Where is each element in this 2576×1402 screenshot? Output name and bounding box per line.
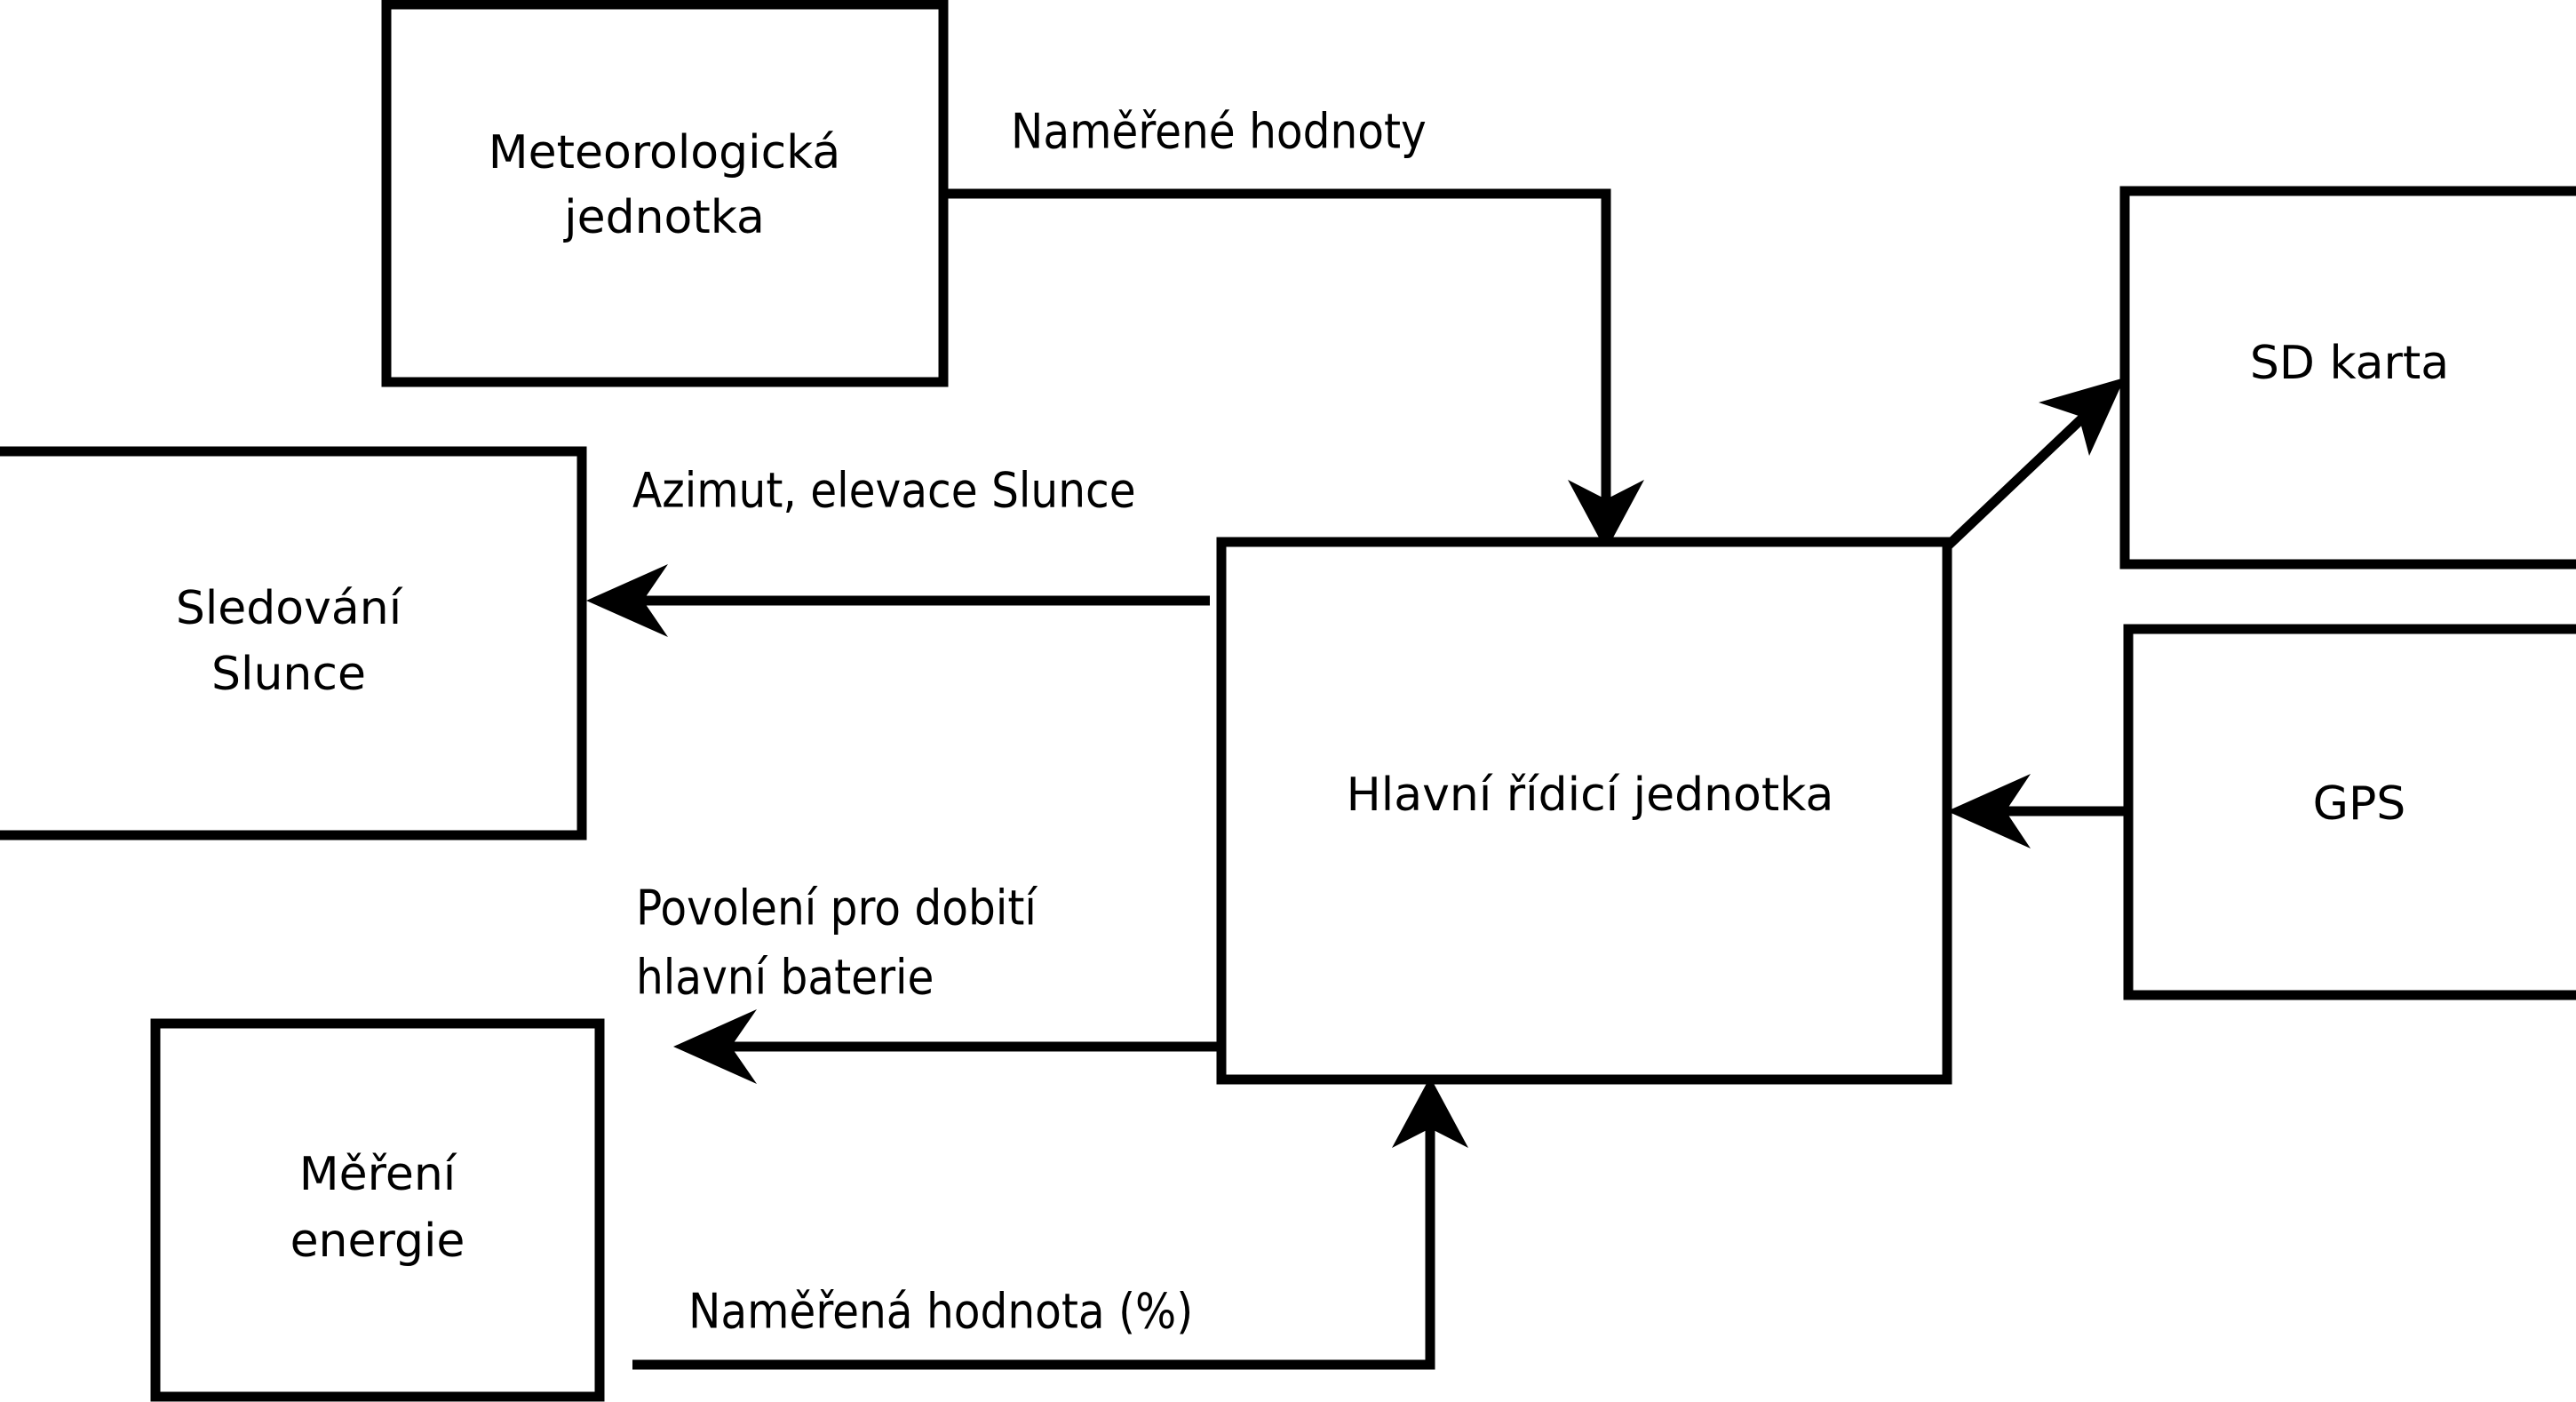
edge-main-to-sdcard [1944, 378, 2125, 550]
node-energy[interactable]: Měření energie [150, 1018, 605, 1402]
node-box-sdcard[interactable] [2119, 186, 2576, 570]
edge-main-to-tracking [586, 564, 1210, 637]
node-label-gps: GPS [2313, 777, 2406, 831]
node-box-energy[interactable] [150, 1018, 605, 1402]
node-label-energy-line1: Měření [299, 1148, 457, 1201]
edge-label-main-to-energy-line1: Povolení pro dobití [636, 880, 1038, 936]
edge-energy-to-main [632, 1077, 1468, 1370]
edge-label-energy-to-main: Naměřená hodnota (%) [688, 1284, 1193, 1340]
arrow-head-meteo-to-main [1568, 480, 1644, 551]
arrow-head-main-to-tracking [586, 564, 668, 637]
node-label-tracking-line1: Sledování [176, 582, 403, 635]
edge-line-meteo-to-main [943, 188, 1611, 511]
node-label-tracking-line2: Slunce [211, 648, 366, 701]
node-gps[interactable]: GPS [2123, 624, 2576, 1000]
arrow-head-gps-to-main [1947, 774, 2031, 848]
node-label-sdcard: SD karta [2250, 337, 2449, 390]
node-label-meteo-line1: Meteorologická [489, 126, 840, 179]
edge-line-main-to-sdcard [1944, 414, 2087, 550]
node-label-meteo-line2: jednotka [563, 191, 765, 244]
node-box-tracking[interactable] [0, 446, 587, 840]
node-label-main-line1: Hlavní řídicí jednotka [1347, 769, 1834, 822]
node-tracking[interactable]: Sledování Slunce [0, 446, 587, 840]
node-meteo[interactable]: Meteorologická jednotka [381, 0, 949, 387]
node-box-gps[interactable] [2123, 624, 2576, 1000]
edge-meteo-to-main [943, 188, 1644, 551]
edge-gps-to-main [1947, 774, 2128, 848]
node-sdcard[interactable]: SD karta [2119, 186, 2576, 570]
arrow-head-energy-to-main [1392, 1077, 1468, 1148]
node-box-meteo[interactable] [381, 0, 949, 387]
node-box-main[interactable] [1216, 537, 1952, 1085]
edge-label-main-to-tracking: Azimut, elevace Slunce [632, 463, 1136, 519]
node-label-energy-line2: energie [290, 1215, 465, 1268]
edge-label-meteo-to-main: Naměřené hodnoty [1011, 104, 1427, 160]
edge-main-to-energy [673, 1009, 1224, 1084]
arrow-head-main-to-sdcard [2039, 378, 2125, 456]
node-main[interactable]: Hlavní řídicí jednotka [1216, 537, 1952, 1085]
arrow-head-main-to-energy [673, 1009, 757, 1084]
edge-line-energy-to-main [632, 1127, 1435, 1370]
edge-label-main-to-energy-line2: hlavní baterie [636, 950, 934, 1006]
